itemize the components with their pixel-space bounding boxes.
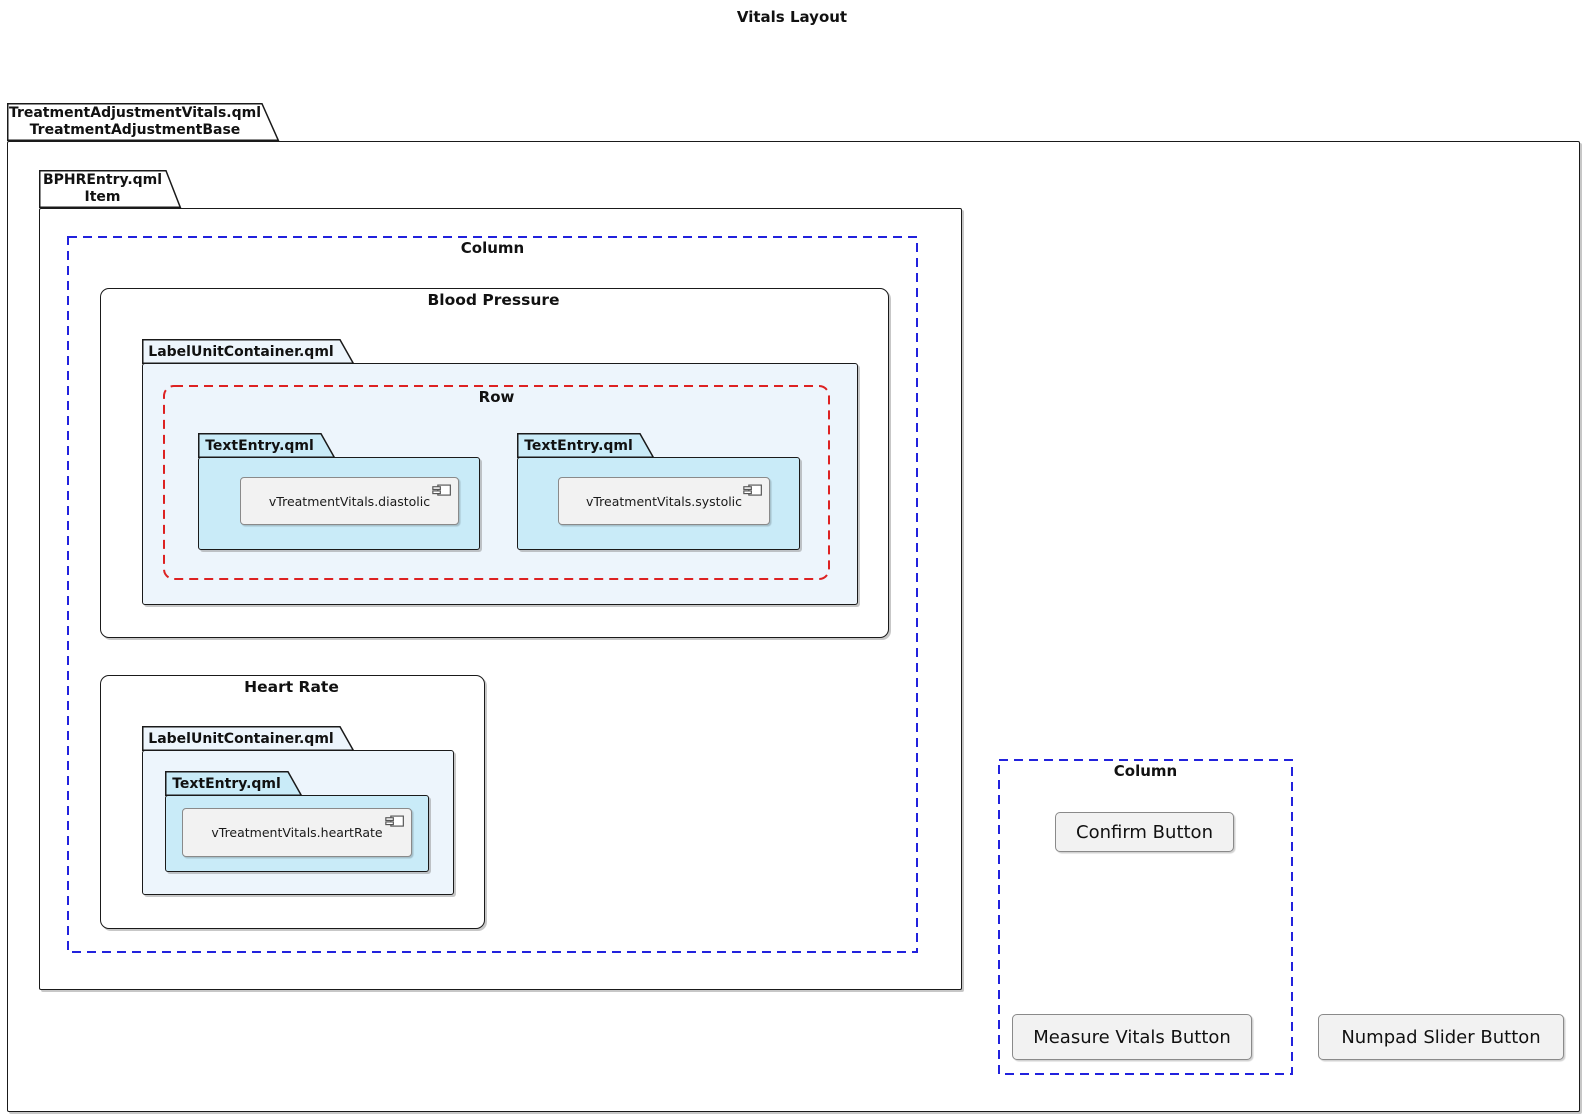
- heart-rate-title: Heart Rate: [244, 678, 339, 696]
- diastolic-component: vTreatmentVitals.diastolic: [240, 477, 459, 525]
- dashed-border: [163, 385, 830, 580]
- folder-tab-shape: [165, 771, 303, 796]
- hr-label-unit-container-tab: LabelUnitContainer.qml: [142, 726, 355, 751]
- text-entry-heart-rate-label: TextEntry.qml: [172, 775, 281, 792]
- bp-label-unit-container-label: LabelUnitContainer.qml: [148, 343, 334, 360]
- measure-vitals-button[interactable]: Measure Vitals Button: [1012, 1014, 1252, 1060]
- component-icon: [385, 815, 404, 827]
- systolic-component-label: vTreatmentVitals.systolic: [585, 493, 743, 509]
- frame-tab-label: BPHREntry.qml Item: [39, 170, 166, 208]
- folder-tab-shape: [142, 339, 355, 364]
- diastolic-component-label: vTreatmentVitals.diastolic: [268, 493, 431, 509]
- package-tab-label: TreatmentAdjustmentVitals.qml TreatmentA…: [7, 103, 263, 141]
- package-base-name: TreatmentAdjustmentBase: [29, 122, 241, 138]
- text-entry-systolic-tab: TextEntry.qml: [517, 433, 655, 458]
- left-column-label: Column: [460, 239, 525, 257]
- blood-pressure-title: Blood Pressure: [427, 291, 560, 309]
- bp-label-unit-container-tab: LabelUnitContainer.qml: [142, 339, 355, 364]
- folder-tab-shape: [198, 433, 336, 458]
- row-boundary: [163, 385, 830, 580]
- confirm-button[interactable]: Confirm Button: [1055, 812, 1234, 852]
- text-entry-diastolic-label: TextEntry.qml: [205, 437, 314, 454]
- folder-tab-shape: [517, 433, 655, 458]
- right-column-boundary: [998, 759, 1293, 1075]
- frame-type-name: Item: [84, 189, 121, 205]
- dashed-border: [67, 236, 918, 953]
- component-icon: [432, 484, 451, 496]
- text-entry-heart-rate-tab: TextEntry.qml: [165, 771, 303, 796]
- heart-rate-component-label: vTreatmentVitals.heartRate: [211, 825, 383, 840]
- systolic-component: vTreatmentVitals.systolic: [558, 477, 770, 525]
- folder-tab-shape: [142, 726, 355, 751]
- folder-tab-shape: [7, 103, 280, 141]
- folder-tab-shape: [39, 170, 182, 208]
- package-treatment-adjustment-vitals-tab: TreatmentAdjustmentVitals.qml TreatmentA…: [7, 103, 280, 141]
- text-entry-diastolic-tab: TextEntry.qml: [198, 433, 336, 458]
- dashed-border: [998, 759, 1293, 1075]
- numpad-slider-button[interactable]: Numpad Slider Button: [1318, 1014, 1564, 1060]
- heart-rate-component: vTreatmentVitals.heartRate: [182, 808, 412, 857]
- frame-file-name: BPHREntry.qml: [42, 172, 163, 188]
- text-entry-systolic-label: TextEntry.qml: [524, 437, 633, 454]
- package-file-name: TreatmentAdjustmentVitals.qml: [8, 105, 262, 121]
- diagram-title: Vitals Layout: [736, 8, 848, 26]
- hr-label-unit-container-label: LabelUnitContainer.qml: [148, 730, 334, 747]
- right-column-label: Column: [1113, 762, 1178, 780]
- left-column-boundary: [67, 236, 918, 953]
- component-icon: [743, 484, 762, 496]
- row-label: Row: [478, 388, 515, 406]
- frame-bphrentry-tab: BPHREntry.qml Item: [39, 170, 182, 208]
